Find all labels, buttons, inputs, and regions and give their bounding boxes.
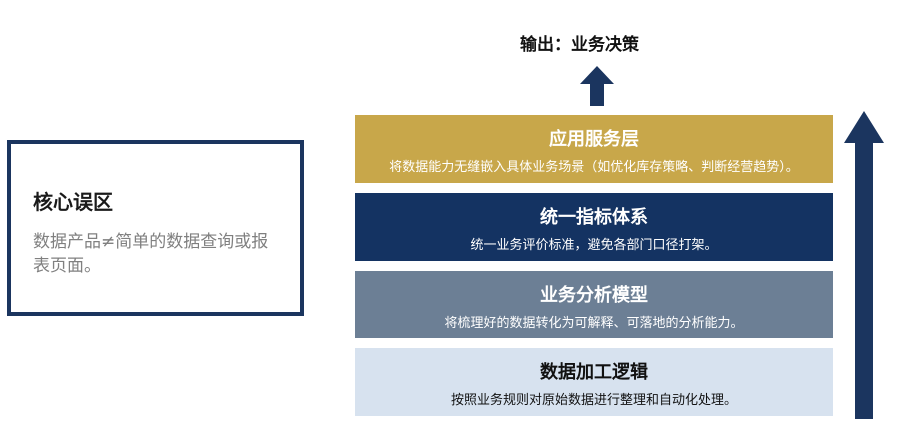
layer-title: 应用服务层 [549, 129, 639, 150]
layer-analysis-model: 业务分析模型 将梳理好的数据转化为可解释、可落地的分析能力。 [355, 271, 833, 338]
layer-unified-metrics: 统一指标体系 统一业务评价标准，避免各部门口径打架。 [355, 193, 833, 261]
misconception-body: 数据产品≠简单的数据查询或报表页面。 [33, 232, 269, 276]
layer-title: 业务分析模型 [540, 285, 648, 306]
output-label: 输出：业务决策 [520, 35, 639, 55]
progress-up-arrow-icon [844, 111, 884, 419]
layer-data-processing: 数据加工逻辑 按照业务规则对原始数据进行整理和自动化处理。 [355, 348, 833, 416]
layer-application-service: 应用服务层 将数据能力无缝嵌入具体业务场景（如优化库存策略、判断经营趋势）。 [355, 115, 833, 183]
layer-description: 将梳理好的数据转化为可解释、可落地的分析能力。 [444, 316, 744, 331]
output-up-arrow-icon [580, 66, 614, 106]
layer-description: 统一业务评价标准，避免各部门口径打架。 [470, 238, 718, 253]
layer-description: 将数据能力无缝嵌入具体业务场景（如优化库存策略、判断经营趋势）。 [389, 160, 799, 175]
layer-title: 统一指标体系 [540, 207, 648, 228]
layer-title: 数据加工逻辑 [540, 362, 648, 383]
misconception-box: 核心误区 数据产品≠简单的数据查询或报表页面。 [7, 140, 304, 316]
misconception-title: 核心误区 [33, 190, 113, 214]
layer-description: 按照业务规则对原始数据进行整理和自动化处理。 [450, 393, 737, 408]
